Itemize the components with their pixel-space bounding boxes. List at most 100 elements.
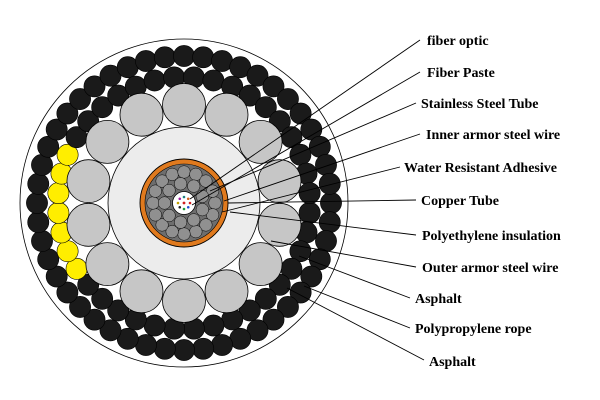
fiber-optic-strand [182,201,186,205]
label-asphalt-outer: Asphalt [429,355,476,370]
outer-armor-wire [289,143,312,166]
fiber-optic-strand [186,197,190,201]
leader-line [303,285,411,329]
outer-armor-ring [26,45,342,361]
outer-armor-wire [262,75,285,98]
outer-armor-wire [192,337,215,360]
outer-armor-wire [173,45,195,67]
outer-armor-wire [31,230,53,252]
outer-armor-wire [91,287,114,310]
core-wire [146,196,160,210]
outer-armor-wire [69,296,91,318]
inner-armor-wire [162,279,206,323]
label-fiber-optic: fiber optic [427,34,489,49]
label-polyethylene-insulation: Polyethylene insulation [422,229,561,244]
outer-armor-wire [318,172,341,195]
marker-wire [56,143,79,166]
outer-armor-wire [173,339,195,361]
core-wire [162,208,176,223]
outer-armor-wire [238,84,261,107]
outer-armor-wire [262,308,285,331]
leader-line [223,133,421,202]
fiber-optic-strand [182,195,186,199]
outer-armor-wire [202,314,225,337]
fiber-optic-strand [182,207,186,211]
outer-armor-wire [320,192,342,214]
core-wire [148,184,162,198]
outer-armor-wire [277,88,299,110]
outer-armor-wire [45,118,68,141]
outer-armor-wire [202,69,225,92]
outer-armor-wire [153,46,176,69]
core-wire [199,218,213,232]
outer-armor-wire [143,69,166,92]
fiber-optic-strand [178,205,182,209]
core-wire [155,218,169,232]
outer-armor-wire [192,46,215,69]
inner-armor-wire [238,242,283,287]
core-wire [208,196,222,210]
leader-line [229,211,417,236]
outer-armor-wire [246,64,269,87]
core-wire [206,208,220,222]
inner-armor-wire [257,159,302,204]
core-wire [174,215,188,229]
inner-armor-wire [66,159,111,204]
core-wire [195,203,209,217]
leader-line [209,102,417,192]
outer-armor-wire [143,314,166,337]
inner-armor-wire [119,269,164,314]
core-wire [155,174,169,188]
fiber-optic-strand [178,197,182,201]
outer-armor-wire [26,192,48,214]
outer-armor-wire [135,50,157,72]
core-wire [165,225,179,239]
leader-lines [189,39,425,361]
leader-line [298,255,411,299]
label-stainless-steel-tube: Stainless Steel Tube [421,97,538,112]
leader-line [270,240,417,268]
inner-armor-wire [119,92,164,137]
inner-armor-wire [204,92,249,137]
inner-armor-wire [204,269,249,314]
fiber-optic-strand [176,201,180,205]
outer-armor-wire [107,299,130,322]
outer-armor-wire [27,211,50,234]
label-water-resistant-adhesive: Water Resistant Adhesive [404,161,557,176]
outer-armor-wire [298,201,321,224]
outer-armor-wire [83,308,106,331]
label-asphalt-inner: Asphalt [415,292,462,307]
fiber-optic-strand [188,201,192,205]
outer-armor-wire [91,96,114,119]
outer-armor-wire [277,296,299,318]
outer-armor-wire [289,240,312,263]
outer-armor-wire [254,287,277,310]
outer-armor-wire [238,299,261,322]
core-wire [177,227,191,241]
core-wire [157,196,172,210]
marker-wire [56,240,79,263]
label-polypropylene-rope: Polypropylene rope [415,322,532,337]
core-wire [174,177,188,191]
leader-line [189,39,421,200]
outer-armor-wire [69,88,91,110]
inner-armor-wire [162,83,206,127]
core-wire [162,183,176,198]
outer-armor-wire [315,154,337,176]
label-outer-armor-steel-wire: Outer armor steel wire [422,261,558,276]
outer-armor-wire [107,84,130,107]
outer-armor-wire [56,102,79,125]
label-inner-armor-steel-wire: Inner armor steel wire [426,128,560,143]
outer-armor-wire [99,319,122,342]
outer-armor-wire [298,182,321,205]
core-wire [187,179,201,193]
marker-wire [47,182,70,205]
inner-armor-wire [66,202,111,247]
outer-armor-wire [211,334,233,356]
core-wire [187,213,201,227]
inner-armor-wire [257,202,302,247]
leader-line [286,287,425,361]
outer-armor-wire [27,172,50,195]
outer-armor-wire [83,75,106,98]
